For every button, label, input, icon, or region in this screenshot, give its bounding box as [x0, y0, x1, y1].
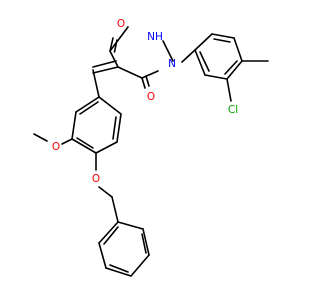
- oxygen-label-lower: O: [147, 91, 155, 103]
- ring-b-6: [75, 96, 100, 113]
- ring-b-1: [98, 96, 122, 115]
- ring-a-inner-2: [224, 60, 238, 75]
- atom-labels: O NH N O Cl O O: [52, 18, 238, 185]
- ring-b-inner-3: [79, 101, 99, 115]
- ring-a-3: [233, 37, 243, 62]
- nitrogen-h-label: NH: [147, 31, 163, 43]
- ring-a-2: [211, 33, 235, 39]
- ring-c-6: [98, 221, 119, 244]
- ring-a-1: [194, 33, 213, 51]
- ring-c-5: [98, 242, 107, 269]
- bond-n2-n1: [162, 40, 174, 62]
- bond-ring-o-methoxy: [61, 138, 73, 145]
- bond-c4-exocyclic-2: [92, 60, 117, 68]
- ring-a-inner-3: [199, 51, 210, 72]
- oxygen-label-methoxy: O: [52, 141, 60, 153]
- bond-c5-o-lower: [141, 77, 146, 89]
- bond-c3-o-upper-2: [113, 39, 118, 53]
- chlorine-label: Cl: [228, 104, 238, 116]
- bond-chloro: [226, 78, 232, 102]
- ring-b-2: [116, 113, 122, 143]
- ring-b-4: [71, 138, 97, 154]
- ring-a-5: [204, 74, 228, 80]
- bond-c3-o-upper: [109, 37, 114, 52]
- oxygen-label-benzyloxy: O: [92, 173, 100, 185]
- ring-b-5: [71, 111, 77, 140]
- ring-c-3: [130, 254, 150, 277]
- ring-b-inner-2: [76, 137, 94, 149]
- ring-b-3: [95, 141, 118, 154]
- oxygen-label-upper: O: [117, 18, 125, 30]
- ring-c-inner-1: [141, 233, 147, 254]
- ring-a-inner-1: [213, 38, 231, 43]
- structural-formula: O NH N O Cl O O: [33, 18, 269, 277]
- bond-c3-n2: [109, 26, 129, 52]
- bond-o-ch2: [98, 186, 113, 198]
- bond-c4-c3: [109, 50, 119, 68]
- ring-b-inner-1: [112, 116, 117, 140]
- bond-o-methyl: [33, 133, 48, 142]
- bond-network: [33, 26, 269, 277]
- ring-a-4: [226, 60, 243, 80]
- bond-c5-o-lower-2: [145, 75, 150, 87]
- bond-n1-c5: [141, 70, 159, 79]
- bond-c4-exocyclic: [92, 66, 119, 74]
- nitrogen-label: N: [168, 58, 176, 70]
- ring-c-2: [142, 228, 150, 256]
- bond-n1-aryl: [181, 49, 196, 63]
- ring-c-1: [117, 221, 144, 230]
- ring-a-6: [194, 49, 206, 76]
- ring-c-inner-2: [109, 264, 129, 273]
- bond-exocyclic-ring: [92, 69, 100, 98]
- bond-ch2-phenyl: [111, 196, 119, 223]
- bond-c5-c4: [117, 66, 143, 79]
- ring-c-inner-3: [103, 226, 119, 245]
- ring-c-4: [105, 267, 132, 277]
